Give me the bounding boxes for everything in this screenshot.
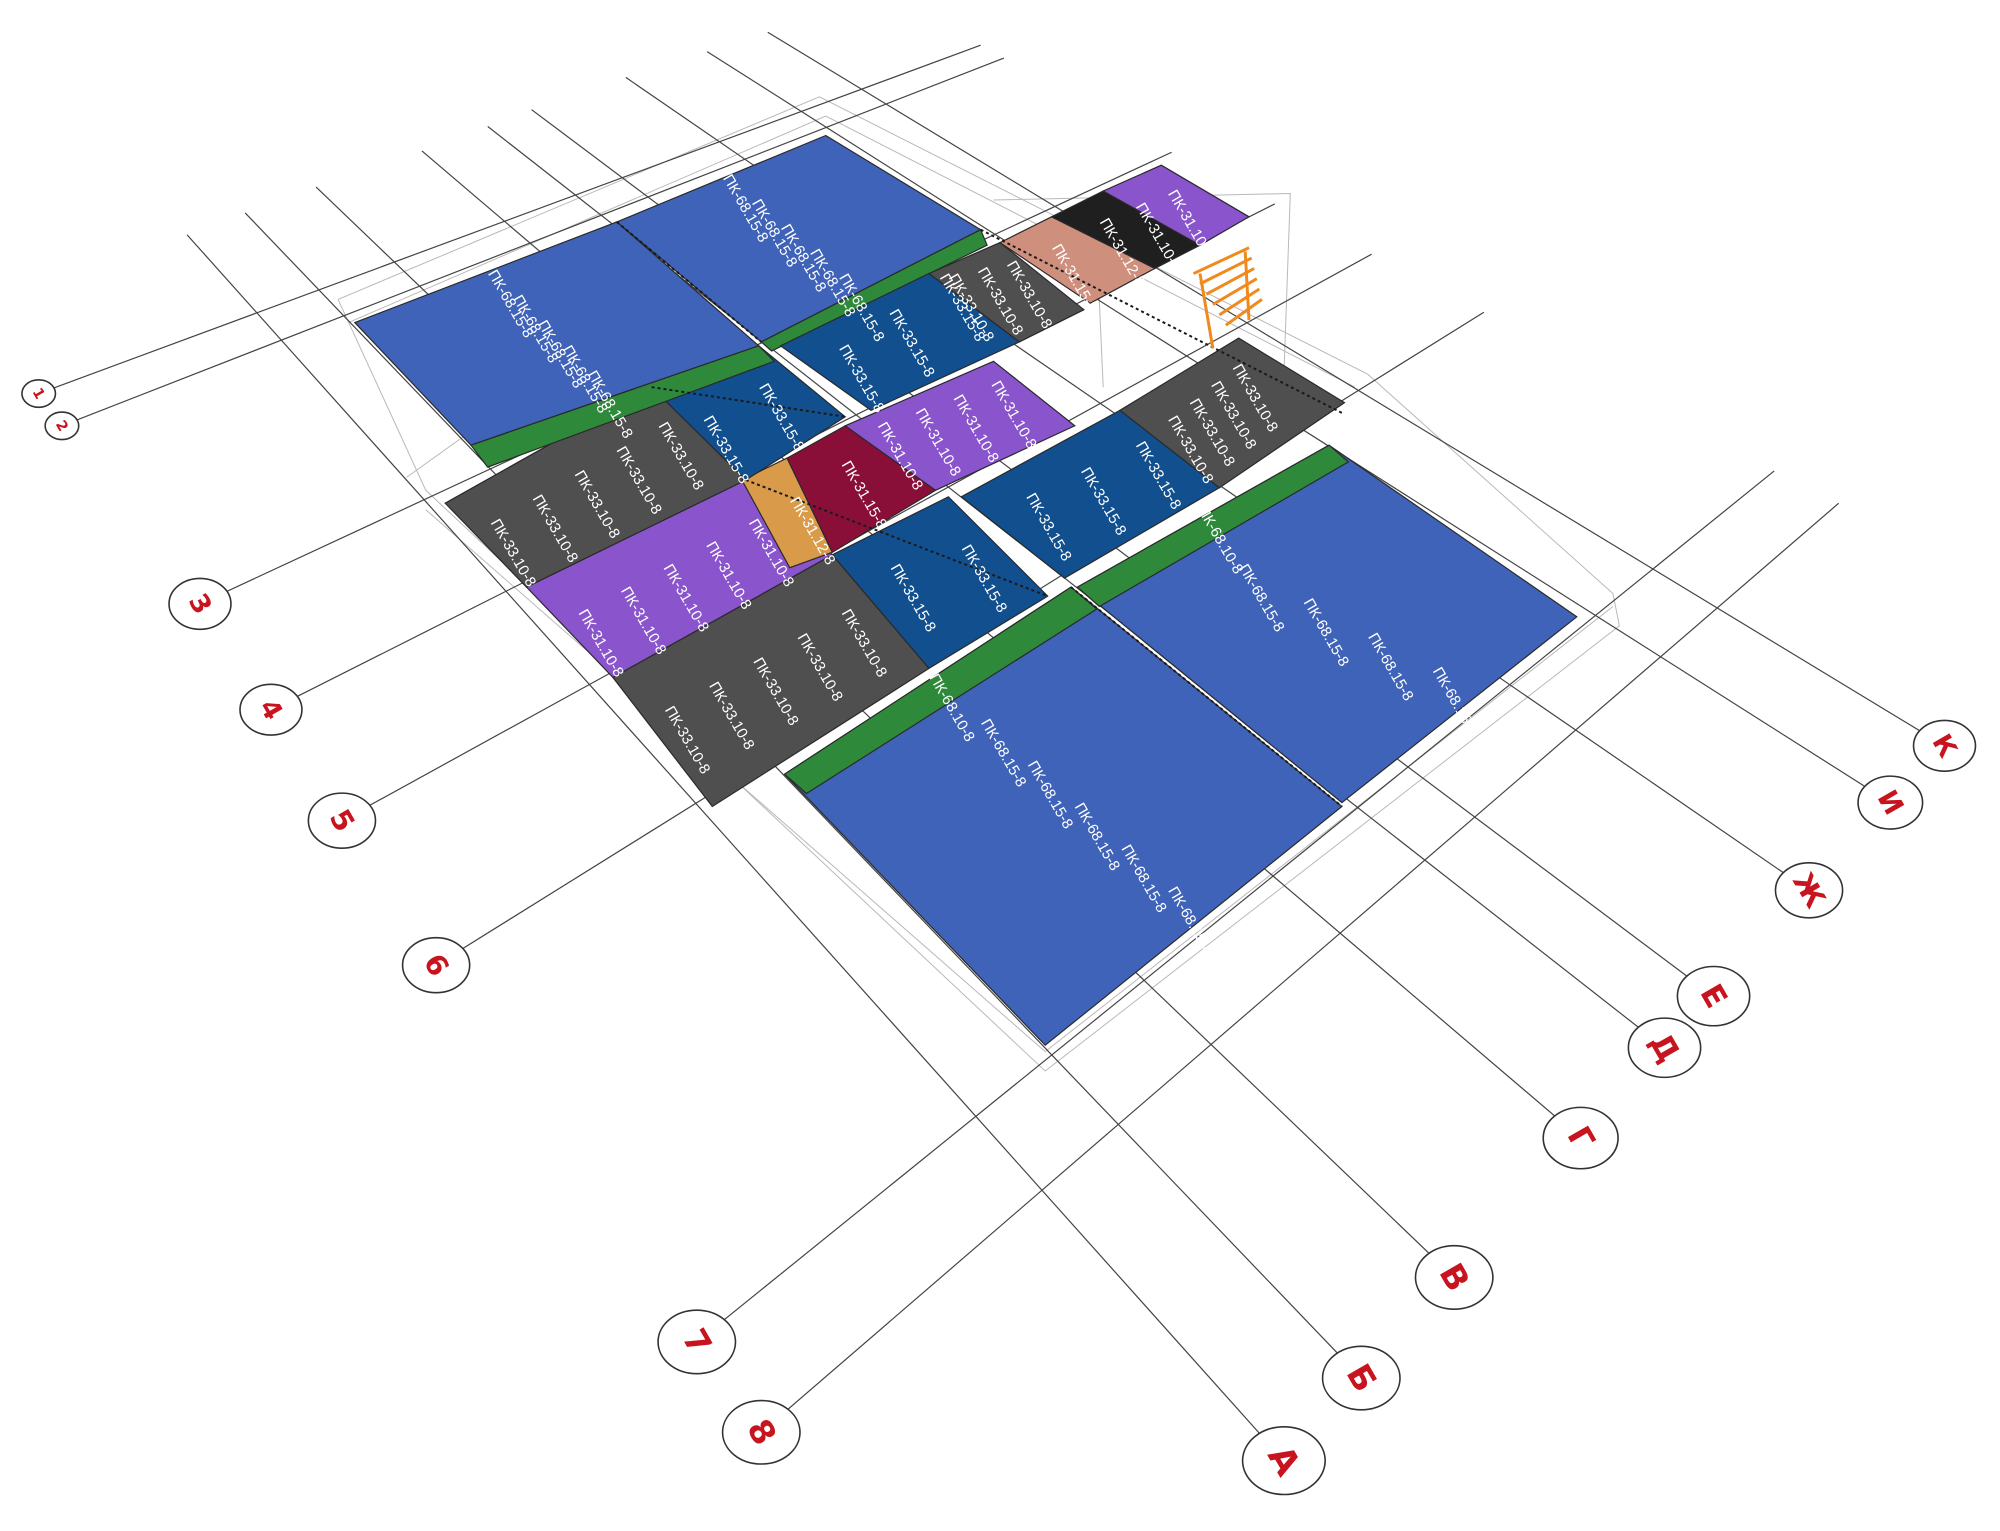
axis-bubble-circle: [1912, 719, 1977, 773]
axis-bubble-circle: [401, 936, 471, 994]
axis-bubble: 6: [401, 936, 471, 994]
axis-bubble-circle: [1627, 1017, 1702, 1079]
axis-bubble-circle: [44, 411, 80, 441]
axis-bubble: 4: [239, 683, 303, 736]
axis-bubble-circle: [657, 1309, 737, 1375]
axis-leader-line: [760, 502, 1840, 1433]
axis-bubble-circle: [307, 792, 377, 849]
axis-bubble-circle: [239, 683, 303, 736]
axis-bubble: Г: [1542, 1106, 1619, 1170]
wall-outline: [1044, 606, 1614, 1052]
axis-bubble: Е: [1676, 965, 1751, 1027]
axis-bubble: 2: [44, 411, 80, 441]
axis-bubble-circle: [1676, 965, 1751, 1027]
axis-bubble-circle: [168, 577, 232, 631]
stair-rail: [1243, 251, 1251, 321]
slab-gray-right: [1118, 337, 1346, 489]
staircase: [1192, 246, 1263, 349]
stair-step: [1192, 246, 1250, 275]
axis-leader-line: [767, 31, 1945, 747]
axis-bubble: 8: [721, 1399, 801, 1465]
slab-purple-top: [1101, 164, 1251, 246]
floor-slabs: [353, 134, 1578, 1047]
slab-navy-mid: [831, 496, 1049, 670]
slab-details: [616, 221, 1343, 808]
stair-step: [1224, 298, 1263, 327]
axis-bubble: А: [1241, 1425, 1326, 1496]
stair-rail: [1198, 273, 1215, 349]
axis-leader-line: [244, 212, 1362, 1379]
slab-seam: [651, 386, 846, 418]
axis-bubble-circle: [1542, 1106, 1619, 1170]
stair-step: [1218, 287, 1261, 317]
stair-step: [1212, 277, 1258, 306]
axis-bubble: Ж: [1774, 862, 1844, 919]
axis-bubble: В: [1414, 1244, 1494, 1310]
slab-seam: [616, 221, 762, 343]
axis-bubble-circle: [21, 378, 57, 409]
axis-bubble-circle: [1241, 1425, 1326, 1496]
axis-bubble: К: [1912, 719, 1977, 773]
axis-bubble: Б: [1321, 1345, 1401, 1411]
axis-leader-line: [38, 44, 981, 395]
axis-leader-line: [696, 470, 1775, 1343]
axis-bubble-circle: [1774, 862, 1844, 919]
axis-bubble: Д: [1627, 1017, 1702, 1079]
axis-leader-line: [61, 57, 1005, 427]
wall-outline: [348, 115, 1356, 388]
axis-bubble-circle: [721, 1399, 801, 1465]
axis-leader-line: [186, 234, 1285, 1462]
axis-bubble: 7: [657, 1309, 737, 1375]
slab-green-front: [783, 586, 1098, 795]
slab-green-right: [1076, 444, 1350, 608]
slab-green-back-right: [760, 228, 988, 352]
slab-seam: [1070, 586, 1343, 808]
axis-bubble: 3: [168, 577, 232, 631]
axis-bubble-circle: [1321, 1345, 1401, 1411]
axis-bubble: И: [1857, 775, 1924, 830]
axis-bubble: 5: [307, 792, 377, 849]
slab-seam: [980, 228, 1343, 414]
slab-gray-back: [927, 241, 1086, 343]
slab-purple-mid: [843, 360, 1076, 491]
axis-bubble-circle: [1857, 775, 1924, 830]
axis-bubble: 1: [21, 378, 57, 409]
stair-step: [1199, 256, 1253, 286]
axis-bubble-circle: [1414, 1244, 1494, 1310]
slab-green-back-left: [470, 345, 776, 468]
